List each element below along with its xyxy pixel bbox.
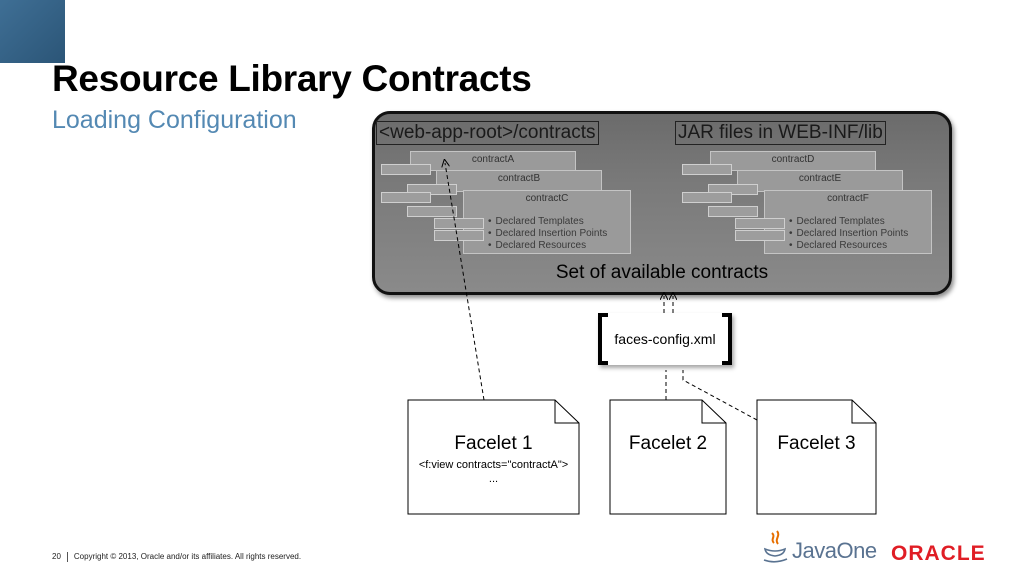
- contract-tab: [407, 206, 457, 217]
- contract-tab: [735, 218, 785, 229]
- contract-tab: [708, 206, 758, 217]
- contracts-dir-heading: <web-app-root>/contracts: [376, 121, 599, 145]
- document-icon: [756, 399, 877, 515]
- contract-details-list: Declared Templates Declared Insertion Po…: [789, 216, 909, 252]
- faces-config-box: faces-config.xml: [598, 313, 732, 365]
- document-icon: [407, 399, 580, 515]
- javaone-logo: JavaOne: [792, 538, 877, 563]
- page-number: 20: [52, 552, 61, 562]
- contract-card-c: contractC Declared Templates Declared In…: [463, 190, 631, 254]
- contract-card-f: contractF Declared Templates Declared In…: [764, 190, 932, 254]
- pool-caption: Set of available contracts: [555, 262, 769, 283]
- facelet-title: Facelet 1: [454, 433, 533, 454]
- contract-tab: [708, 184, 758, 195]
- slide-subtitle: Loading Configuration: [52, 106, 297, 134]
- document-icon: [609, 399, 727, 515]
- facelet-title: Facelet 2: [628, 433, 708, 454]
- jar-files-heading: JAR files in WEB-INF/lib: [675, 121, 886, 145]
- footer-divider: [66, 552, 68, 562]
- footer: 20 Copyright © 2013, Oracle and/or its af…: [52, 552, 301, 562]
- contract-tab: [381, 164, 431, 175]
- contract-tab: [434, 230, 484, 241]
- contract-tab: [407, 184, 457, 195]
- java-cup-icon: [763, 530, 788, 563]
- facelet-title: Facelet 3: [777, 433, 856, 454]
- contract-tab: [735, 230, 785, 241]
- contract-tab: [381, 192, 431, 203]
- facelet-1: Facelet 1 <f:view contracts="contractA">…: [407, 399, 580, 515]
- facelet-code: <f:view contracts="contractA"> ...: [418, 459, 569, 485]
- connector-facelet3-pool: [682, 370, 758, 421]
- contract-tab: [682, 192, 732, 203]
- corner-accent: [0, 0, 65, 63]
- contract-tab: [434, 218, 484, 229]
- connector-facelet1-contractA: [445, 163, 485, 401]
- bracket-left: [598, 313, 608, 365]
- contract-details-list: Declared Templates Declared Insertion Po…: [488, 216, 608, 252]
- contract-tab: [682, 164, 732, 175]
- facelet-3: Facelet 3: [756, 399, 877, 515]
- slide-title: Resource Library Contracts: [52, 58, 532, 99]
- bracket-right: [722, 313, 732, 365]
- oracle-logo: ORACLE: [891, 542, 986, 565]
- copyright: Copyright © 2013, Oracle and/or its affi…: [73, 552, 302, 562]
- facelet-2: Facelet 2: [609, 399, 727, 515]
